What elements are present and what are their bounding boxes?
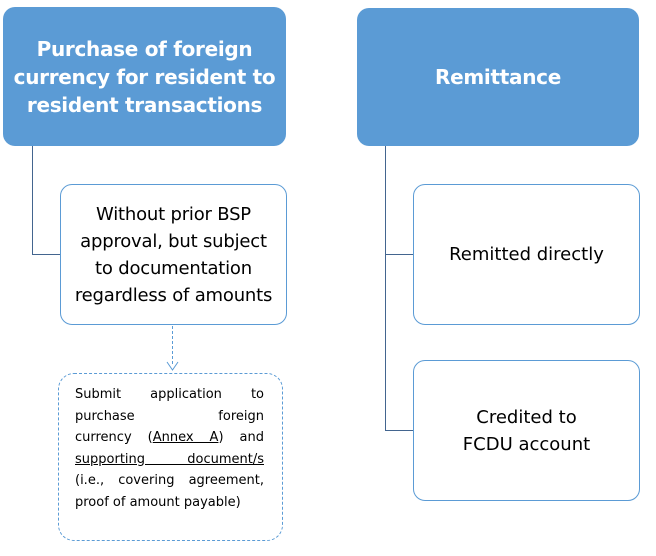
note-line-3: currency (Annex A) and (75, 427, 264, 449)
connector-right-vertical (385, 146, 386, 431)
box-without-prior-bsp-approval-label: Without prior BSP approval, but subject … (74, 203, 273, 306)
box-credited-to-fcdu-account: Credited to FCDU account (413, 360, 640, 501)
connector-left-horizontal (32, 254, 60, 255)
supporting-documents-link[interactable]: supporting document/s (75, 451, 264, 467)
dashed-arrow-head-icon (166, 361, 179, 371)
note-line-4: supporting document/s (75, 449, 264, 471)
dashed-arrow-line (172, 326, 173, 364)
box-remitted-directly: Remitted directly (413, 184, 640, 325)
connector-right-branch-1 (385, 254, 413, 255)
note-line-1: Submit application to (75, 387, 264, 402)
box-without-prior-bsp-approval: Without prior BSP approval, but subject … (60, 184, 287, 325)
header-remittance: Remittance (357, 8, 639, 146)
box-remitted-directly-label: Remitted directly (449, 244, 604, 265)
connector-left-vertical (32, 146, 33, 255)
connector-right-branch-2 (385, 430, 413, 431)
header-purchase-label: Purchase of foreign currency for residen… (13, 36, 276, 117)
note-line-6: proof of amount payable) (75, 494, 241, 510)
note-line-5: (i.e., covering agreement, (75, 473, 264, 488)
note-line-2: purchase foreign (75, 408, 264, 424)
note-line-3-post: ) and (218, 430, 264, 445)
box-credited-to-fcdu-label: Credited to FCDU account (462, 406, 591, 455)
note-submit-application: Submit application to purchase foreign c… (58, 373, 283, 541)
header-remittance-label: Remittance (435, 65, 561, 89)
annex-a-link[interactable]: Annex A (152, 430, 219, 445)
note-line-3-pre: currency ( (75, 430, 153, 445)
header-purchase-of-foreign-currency: Purchase of foreign currency for residen… (3, 7, 286, 146)
